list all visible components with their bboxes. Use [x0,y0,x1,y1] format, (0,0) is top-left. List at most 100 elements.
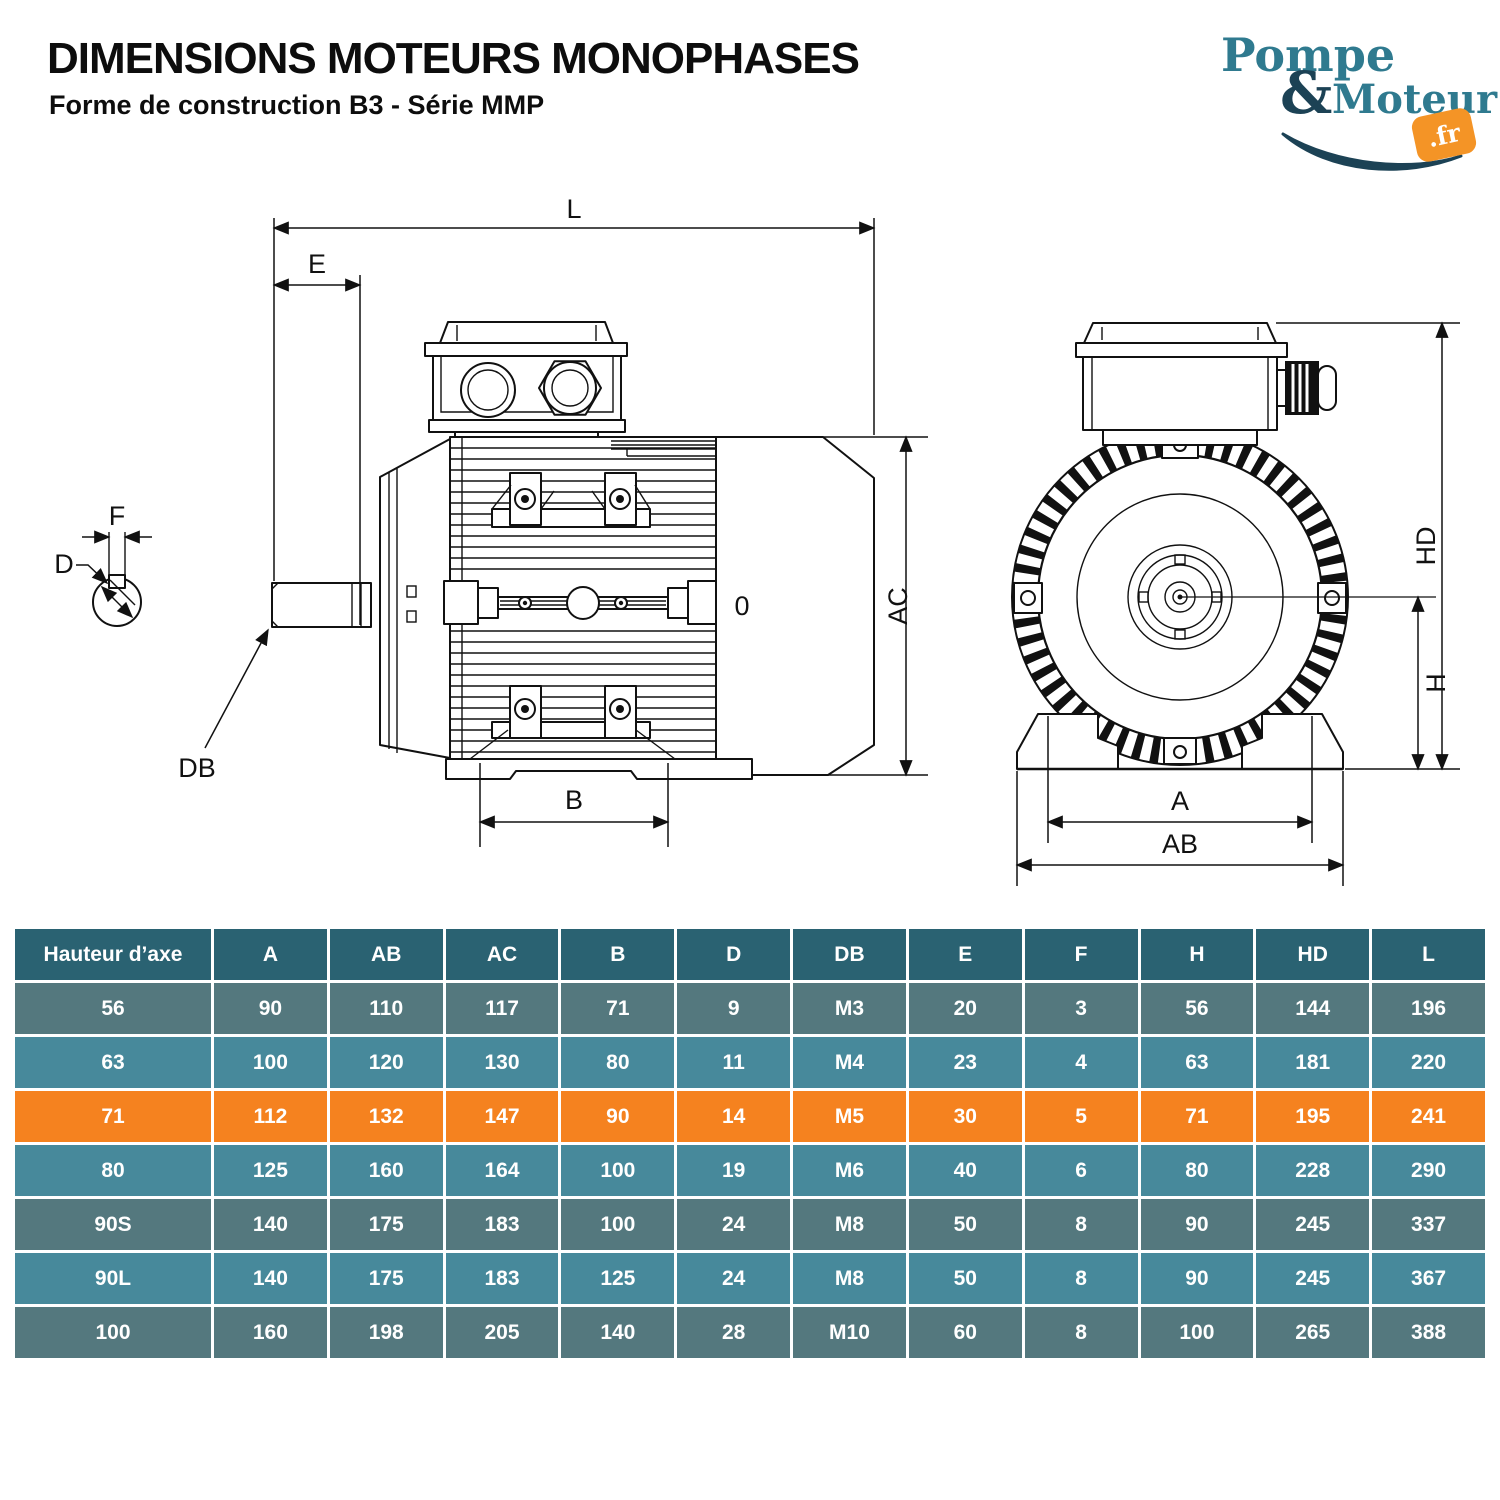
table-cell: 24 [677,1199,791,1250]
table-cell: 388 [1372,1307,1485,1358]
front-view-drawing: HD H A AB [1011,321,1460,886]
dim-label-AC: AC [883,587,913,625]
column-header: A [214,929,327,980]
table-cell: 20 [908,983,1022,1034]
logo-word-moteur: Moteur [1332,76,1498,123]
table-cell: 132 [329,1091,443,1142]
cable-gland [1276,361,1337,415]
zero-mark: 0 [734,591,749,621]
motor-shaft [271,582,372,628]
table-cell: 50 [908,1253,1022,1304]
dim-label-HD: HD [1411,527,1441,566]
table-cell: 60 [908,1307,1022,1358]
brand-logo: Pompe & Moteur .fr [1185,24,1497,189]
table-cell: 14 [677,1091,791,1142]
table-cell: 71 [561,983,675,1034]
tie-rod [443,580,717,625]
column-header: E [908,929,1022,980]
row-label: 100 [15,1307,211,1358]
shaft-section-detail [92,574,142,627]
column-header: L [1372,929,1485,980]
dim-label-D: D [54,549,74,579]
table-cell: 110 [329,983,443,1034]
table-cell: 198 [329,1307,443,1358]
table-cell: 265 [1256,1307,1370,1358]
table-cell: 112 [214,1091,327,1142]
column-header: F [1024,929,1138,980]
table-cell: 71 [1140,1091,1254,1142]
table-cell: 8 [1024,1199,1138,1250]
table-cell: 90 [1140,1253,1254,1304]
column-header: H [1140,929,1254,980]
table-cell: 100 [1140,1307,1254,1358]
table-cell: 30 [908,1091,1022,1142]
dim-label-L: L [566,194,581,224]
table-cell: 160 [329,1145,443,1196]
table-cell: 241 [1372,1091,1485,1142]
table-cell: M6 [793,1145,906,1196]
table-cell: 90 [1140,1199,1254,1250]
table-cell: 24 [677,1253,791,1304]
page-title: DIMENSIONS MOTEURS MONOPHASES [47,34,860,83]
column-header: B [561,929,675,980]
side-view-drawing: L E AC B DB F D [54,194,928,847]
dim-label-F: F [109,501,126,531]
table-cell: M10 [793,1307,906,1358]
table-cell: 140 [561,1307,675,1358]
table-cell: 56 [1140,983,1254,1034]
table-cell: 80 [561,1037,675,1088]
row-label: 56 [15,983,211,1034]
base-feet [445,758,753,780]
table-cell: 23 [908,1037,1022,1088]
logo-word-pompe: Pompe [1221,28,1396,82]
table-cell: 100 [561,1145,675,1196]
row-label: 90L [15,1253,211,1304]
logo-tld: .fr [1425,117,1463,153]
row-label: 90S [15,1199,211,1250]
table-cell: 11 [677,1037,791,1088]
table-cell: 100 [214,1037,327,1088]
table-cell: 147 [445,1091,559,1142]
table-cell: 5 [1024,1091,1138,1142]
page-subtitle: Forme de construction B3 - Série MMP [49,90,545,120]
dim-label-A: A [1171,786,1189,816]
table-cell: 90 [561,1091,675,1142]
table-cell: 50 [908,1199,1022,1250]
table-cell: 220 [1372,1037,1485,1088]
table-cell: 164 [445,1145,559,1196]
dim-label-DB: DB [178,753,216,783]
table-cell: 245 [1256,1253,1370,1304]
table-cell: 28 [677,1307,791,1358]
table-cell: 117 [445,983,559,1034]
column-header: AC [445,929,559,980]
logo-ampersand: & [1280,59,1333,127]
column-header: HD [1256,929,1370,980]
terminal-box [424,321,628,438]
front-dimensions: HD H A AB [1015,321,1460,886]
table-cell: 183 [445,1253,559,1304]
row-label: 80 [15,1145,211,1196]
table-cell: 120 [329,1037,443,1088]
table-cell: 195 [1256,1091,1370,1142]
table-cell: 245 [1256,1199,1370,1250]
column-header: AB [329,929,443,980]
table-cell: 19 [677,1145,791,1196]
dim-label-AB: AB [1162,829,1198,859]
dim-label-E: E [308,249,326,279]
table-cell: M8 [793,1199,906,1250]
front-end-bell [379,438,451,759]
column-header: DB [793,929,906,980]
table-cell: 130 [445,1037,559,1088]
column-header: D [677,929,791,980]
side-ears [1013,582,1347,614]
table-cell: M8 [793,1253,906,1304]
column-header-axis-height: Hauteur d’axe [15,929,211,980]
